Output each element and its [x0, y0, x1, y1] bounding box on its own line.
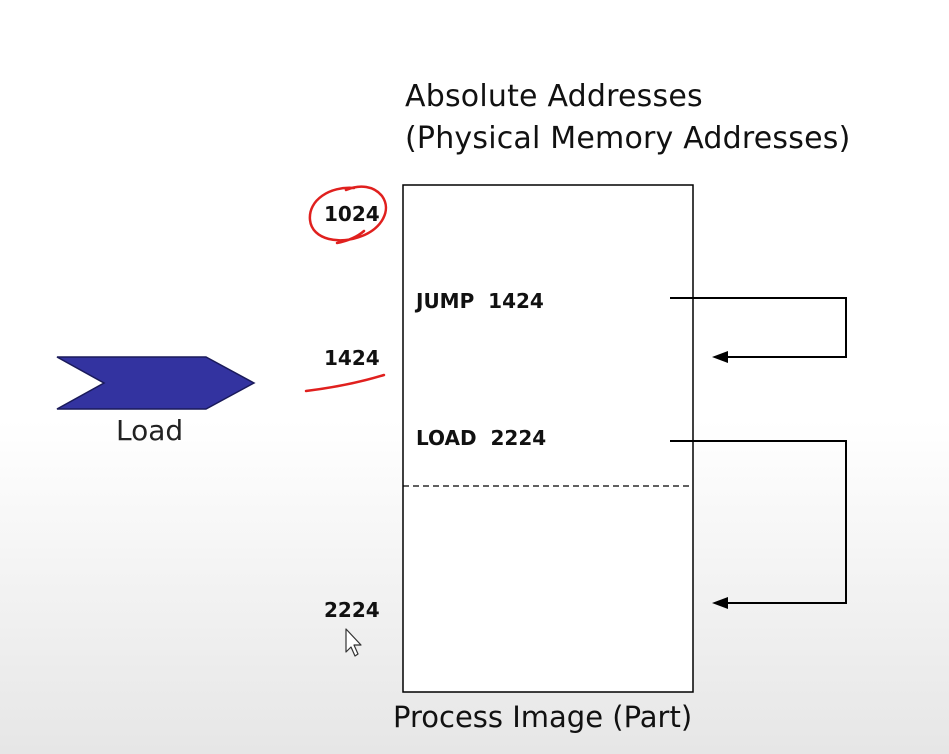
diagram-title: Absolute Addresses (Physical Memory Addr… [405, 76, 850, 160]
jump-arrowhead-icon [712, 351, 728, 363]
load-instruction: LOAD 2224 [416, 426, 547, 450]
process-image-box [402, 184, 694, 693]
address-label-2224: 2224 [324, 598, 380, 622]
load-arrow-label: Load [116, 414, 184, 447]
load-reference-line [670, 440, 847, 604]
jump-instruction: JUMP 1424 [416, 289, 544, 313]
address-label-1024: 1024 [324, 202, 380, 226]
jump-reference-line [670, 297, 847, 358]
title-line-2: (Physical Memory Addresses) [405, 121, 851, 156]
title-line-1: Absolute Addresses [405, 79, 703, 114]
address-label-1424: 1424 [324, 346, 380, 370]
process-image-caption: Process Image (Part) [393, 700, 693, 734]
red-underline-annotation [304, 373, 386, 393]
red-circle-annotation [308, 185, 388, 245]
mouse-cursor-icon [345, 628, 362, 657]
load-arrowhead-icon [712, 597, 728, 609]
load-chevron-icon [56, 356, 256, 410]
